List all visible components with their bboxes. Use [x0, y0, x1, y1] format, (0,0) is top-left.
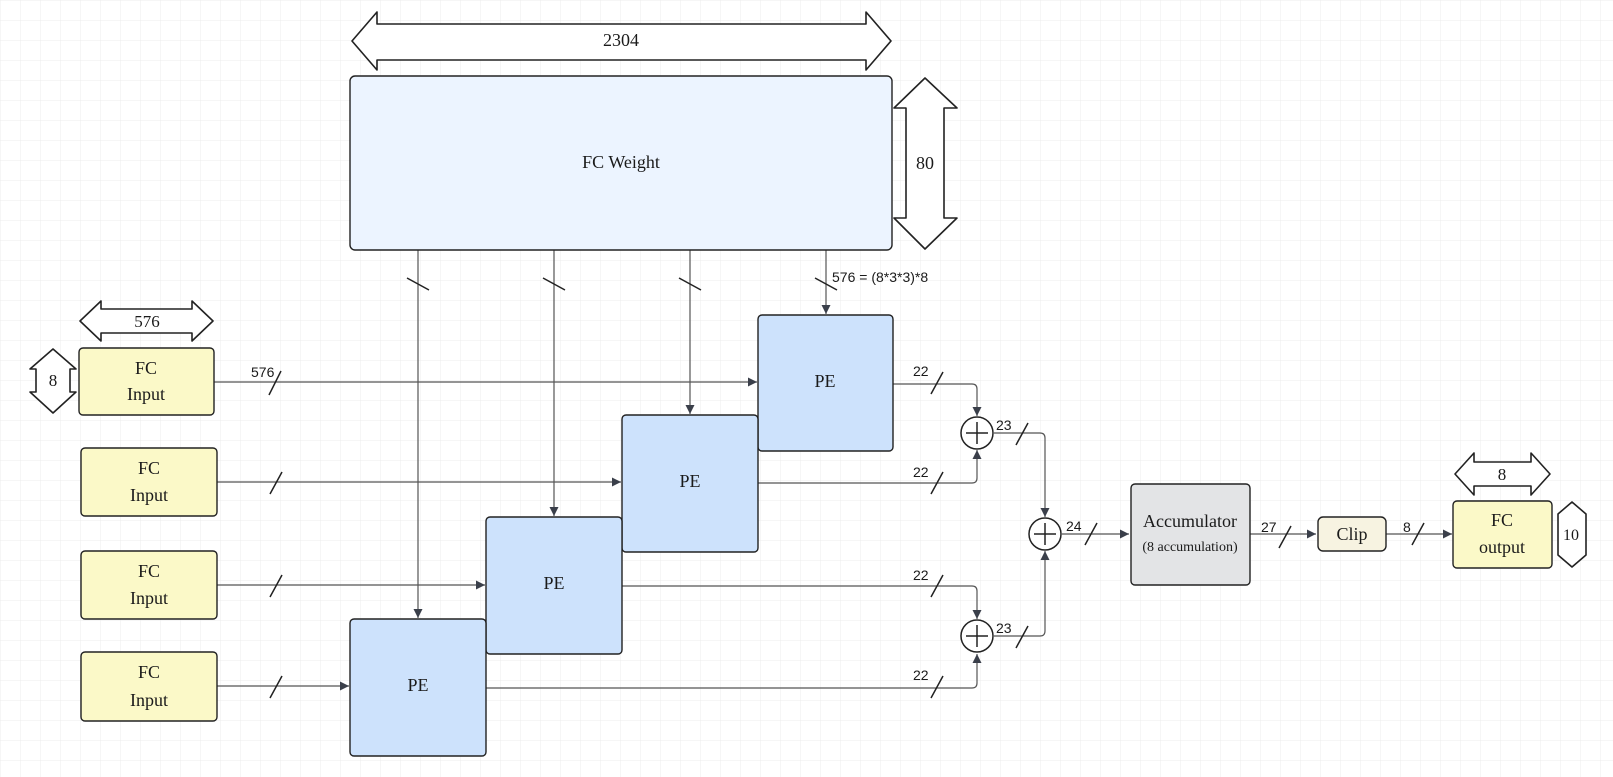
pe2-out-label: 22 — [913, 567, 929, 583]
pe-box — [485, 516, 623, 655]
output-height-label: 10 — [1563, 527, 1579, 544]
fc-input-label-line2: Input — [130, 690, 168, 710]
pe-box — [757, 314, 894, 452]
pe-block-2: PE — [485, 516, 623, 655]
pe-block-4: PE — [757, 314, 894, 452]
fc-input-label-line2: Input — [130, 485, 168, 505]
adder-top-out-label: 23 — [996, 417, 1012, 433]
bus-slash — [542, 277, 566, 291]
plus-circle-icon — [960, 619, 994, 653]
output-height-dimension-arrow — [1557, 501, 1587, 568]
fc-input-box — [80, 447, 218, 517]
pe3-out-wire — [757, 450, 982, 484]
adder-bottom-out-label: 23 — [996, 620, 1012, 636]
pe-block-1: PE — [349, 618, 487, 757]
bus-slash — [930, 471, 944, 495]
accumulator-out-label: 27 — [1261, 519, 1277, 535]
bus-slash — [406, 277, 430, 291]
bus-width-marks — [268, 277, 1425, 699]
weight-height-label: 80 — [916, 153, 934, 173]
pe-label: PE — [543, 573, 564, 593]
bus-slash — [1015, 422, 1029, 446]
fc-input-label-line1: FC — [138, 561, 160, 581]
weight-width-dimension-arrow — [351, 11, 892, 71]
pe-label: PE — [814, 371, 835, 391]
fc-input-label-line2: Input — [130, 588, 168, 608]
adder-group — [960, 416, 1062, 653]
pe2-out-wire — [621, 585, 982, 619]
clip-block: Clip — [1317, 516, 1387, 552]
pe4-out-wire — [893, 383, 982, 416]
input-height-dimension-arrow — [29, 348, 77, 414]
accumulator-subtitle: (8 accumulation) — [1142, 540, 1238, 555]
pe-block-3: PE — [621, 414, 759, 553]
fc-input-label-line1: FC — [135, 358, 157, 378]
fc-output-box — [1452, 500, 1553, 569]
bus-slash — [814, 277, 838, 291]
fc-output-label-line1: FC — [1491, 510, 1513, 530]
pe1-out-label: 22 — [913, 667, 929, 683]
adder-top-out-wire — [994, 432, 1050, 517]
fc-input-block-2: FC Input — [80, 447, 218, 517]
bus-slash — [269, 574, 283, 598]
input-height-label: 8 — [49, 371, 58, 390]
fc-input-box — [80, 651, 218, 722]
bus-slash — [269, 675, 283, 699]
pe-label: PE — [679, 471, 700, 491]
input-width-label: 576 — [134, 312, 160, 331]
adder-final-out-label: 24 — [1066, 518, 1082, 534]
pe-box — [621, 414, 759, 553]
pe4-out-label: 22 — [913, 363, 929, 379]
clip-label: Clip — [1336, 524, 1367, 544]
bus-slash — [1411, 522, 1425, 546]
fc-output-label-line2: output — [1479, 537, 1525, 557]
clip-out-label: 8 — [1403, 519, 1411, 535]
plus-circle-icon — [1028, 517, 1062, 551]
bus-slash — [1015, 625, 1029, 649]
fc-weight-label: FC Weight — [582, 152, 660, 172]
pe-box — [349, 618, 487, 757]
input-width-dimension-arrow — [79, 300, 214, 342]
bus-slash — [930, 574, 944, 598]
plus-circle-icon — [960, 416, 994, 450]
clip-box — [1317, 516, 1387, 552]
fc-input-label-line1: FC — [138, 458, 160, 478]
pe-label: PE — [407, 675, 428, 695]
output-width-label: 8 — [1498, 465, 1507, 484]
bus-slash — [1084, 522, 1098, 546]
weight-width-label: 2304 — [603, 30, 639, 50]
bus-slash — [930, 675, 944, 699]
wire-labels: 576 = (8*3*3)*8 576 22 22 22 22 23 23 24… — [251, 269, 1411, 683]
bus-slash — [1278, 525, 1292, 549]
accumulator-box — [1130, 483, 1251, 586]
weight-height-dimension-arrow — [893, 77, 958, 250]
fc-input-label-line2: Input — [127, 384, 165, 404]
pe1-out-wire — [485, 654, 982, 689]
fc-input-label-line1: FC — [138, 662, 160, 682]
wires — [214, 250, 1452, 691]
adder-bottom-out-wire — [994, 551, 1050, 637]
fc-input-box — [78, 347, 215, 416]
bus-slash — [930, 371, 944, 395]
fc-input-block-1: FC Input — [78, 347, 215, 416]
fc-input-box — [80, 550, 218, 620]
bus-slash — [269, 471, 283, 495]
fc-input-block-3: FC Input — [80, 550, 218, 620]
bus-slash — [268, 370, 282, 396]
fc-output-group: 8 FC output 10 — [1452, 452, 1587, 569]
pe3-out-label: 22 — [913, 464, 929, 480]
fc-input-block-4: FC Input — [80, 651, 218, 722]
accumulator-title: Accumulator — [1143, 511, 1237, 531]
fc-input-group: 576 8 FC Input FC Input FC Input FC Inpu… — [29, 300, 218, 722]
weight-bus-label: 576 = (8*3*3)*8 — [832, 269, 928, 285]
output-width-dimension-arrow — [1454, 452, 1551, 496]
input-bus-label: 576 — [251, 364, 275, 380]
fc-weight-group: 2304 FC Weight 80 — [349, 11, 958, 251]
fc-weight-block — [349, 75, 893, 251]
pe-group: PE PE PE PE — [349, 314, 894, 757]
accumulator-block: Accumulator (8 accumulation) — [1130, 483, 1251, 586]
bus-slash — [678, 277, 702, 291]
